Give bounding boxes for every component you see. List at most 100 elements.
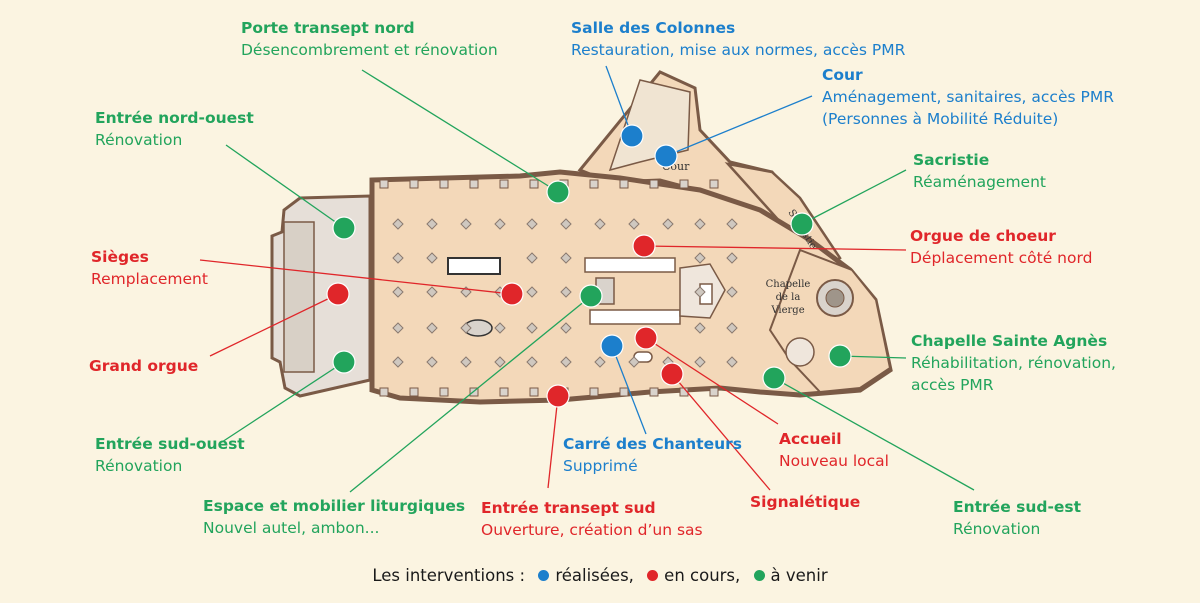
callout-desc: Restauration, mise aux normes, accès PMR [571, 41, 906, 59]
callout-title: Orgue de choeur [910, 227, 1056, 245]
pillar [494, 218, 506, 230]
legend-done-dot [538, 570, 550, 581]
callout-signaletique: Signalétique [750, 491, 860, 513]
callout-desc: Réhabilitation, rénovation, [911, 354, 1116, 372]
pillar [726, 322, 738, 334]
callout-desc: Rénovation [953, 520, 1041, 538]
callout-title: Chapelle Sainte Agnès [911, 332, 1108, 350]
buttress [589, 179, 599, 189]
callout-desc: Nouvel autel, ambon... [203, 519, 380, 537]
plan-label-chapelle-3: Vierge [770, 305, 804, 316]
marker-cour [654, 144, 678, 168]
buttress [709, 387, 719, 397]
pillar [494, 322, 506, 334]
pillar [694, 252, 706, 264]
pillar [694, 286, 706, 298]
callout-desc-2: accès PMR [911, 376, 994, 394]
pillar [526, 218, 538, 230]
callout-desc: Supprimé [563, 457, 638, 475]
leader-porte-transept-nord [361, 69, 559, 193]
pillar [460, 218, 472, 230]
pillar [694, 322, 706, 334]
pillar [560, 218, 572, 230]
marker-sacristie [790, 212, 814, 236]
callout-sieges: Sièges Remplacement [91, 246, 208, 290]
pillar [560, 356, 572, 368]
buttress [469, 179, 479, 189]
callout-desc: Remplacement [91, 270, 208, 288]
leader-entree-nord-ouest [225, 144, 345, 229]
marker-entree-transept-sud [546, 384, 570, 408]
marker-entree-nord-ouest [332, 216, 356, 240]
callout-sacristie: Sacristie Réaménagement [913, 149, 1046, 193]
pillar [560, 322, 572, 334]
pillar [628, 218, 640, 230]
leader-signaletique [671, 373, 771, 491]
callout-entree-sud-ouest: Entrée sud-ouest Rénovation [95, 433, 245, 477]
leader-espace-mobilier [349, 295, 592, 493]
buttress [439, 387, 449, 397]
leader-orgue-choeur [643, 245, 907, 251]
legend-ongoing-dot [647, 570, 659, 581]
callout-desc: Désencombrement et rénovation [241, 41, 498, 59]
callout-desc: Rénovation [95, 457, 183, 475]
marker-accueil [634, 326, 658, 350]
pillar [526, 252, 538, 264]
buttress [619, 179, 629, 189]
pillar [426, 286, 438, 298]
leader-cour [665, 95, 813, 157]
callout-desc: Ouverture, création d’un sas [481, 521, 703, 539]
callout-desc-2: (Personnes à Mobilité Réduite) [822, 110, 1059, 128]
pillar [694, 356, 706, 368]
callout-title: Entrée transept sud [481, 499, 656, 517]
marker-chapelle-sainte-agnes [828, 344, 852, 368]
legend: Les interventions : réalisées, en cours,… [0, 566, 1200, 585]
pillar [392, 356, 404, 368]
callout-title: Entrée sud-ouest [95, 435, 245, 453]
callout-desc: Rénovation [95, 131, 183, 149]
pillar [628, 356, 640, 368]
callout-title: Espace et mobilier liturgiques [203, 497, 466, 515]
callout-entree-nord-ouest: Entrée nord-ouest Rénovation [95, 107, 254, 151]
callout-grand-orgue: Grand orgue [89, 355, 198, 377]
callout-entree-transept-sud: Entrée transept sud Ouverture, création … [481, 497, 703, 541]
marker-grand-orgue [326, 282, 350, 306]
callout-cour: Cour Aménagement, sanitaires, accès PMR … [822, 64, 1114, 130]
buttress [379, 387, 389, 397]
buttress [529, 179, 539, 189]
buttress [709, 179, 719, 189]
buttress [439, 179, 449, 189]
marker-sieges [500, 282, 524, 306]
status-markers [326, 124, 852, 408]
pillar [560, 286, 572, 298]
pillar [726, 252, 738, 264]
callout-title: Accueil [779, 430, 842, 448]
callout-carre-chanteurs: Carré des Chanteurs Supprimé [563, 433, 742, 477]
pillar [694, 218, 706, 230]
marker-entree-sud-ouest [332, 350, 356, 374]
callout-desc: Déplacement côté nord [910, 249, 1093, 267]
callout-chapelle-sainte-agnes: Chapelle Sainte Agnès Réhabilitation, ré… [911, 330, 1116, 396]
callout-espace-mobilier: Espace et mobilier liturgiques Nouvel au… [203, 495, 465, 539]
buttress [589, 387, 599, 397]
marker-signaletique [660, 362, 684, 386]
callout-title: Carré des Chanteurs [563, 435, 742, 453]
buttress [499, 179, 509, 189]
legend-upcoming: à venir [770, 566, 828, 585]
leader-sieges [199, 259, 513, 295]
callout-title: Salle des Colonnes [571, 19, 736, 37]
plan-label-chapelle-2: de la [776, 292, 801, 303]
pillar [426, 252, 438, 264]
callout-salle-colonnes: Salle des Colonnes Restauration, mise au… [571, 17, 905, 61]
leader-entree-sud-est [773, 377, 975, 491]
pillar [426, 322, 438, 334]
marker-carre-chanteurs [600, 334, 624, 358]
callout-desc: Réaménagement [913, 173, 1046, 191]
pillar [526, 322, 538, 334]
pillar [494, 356, 506, 368]
callout-porte-transept-nord: Porte transept nord Désencombrement et r… [241, 17, 498, 61]
marker-entree-sud-est [762, 366, 786, 390]
floor-plan [270, 70, 893, 405]
pillar [594, 218, 606, 230]
